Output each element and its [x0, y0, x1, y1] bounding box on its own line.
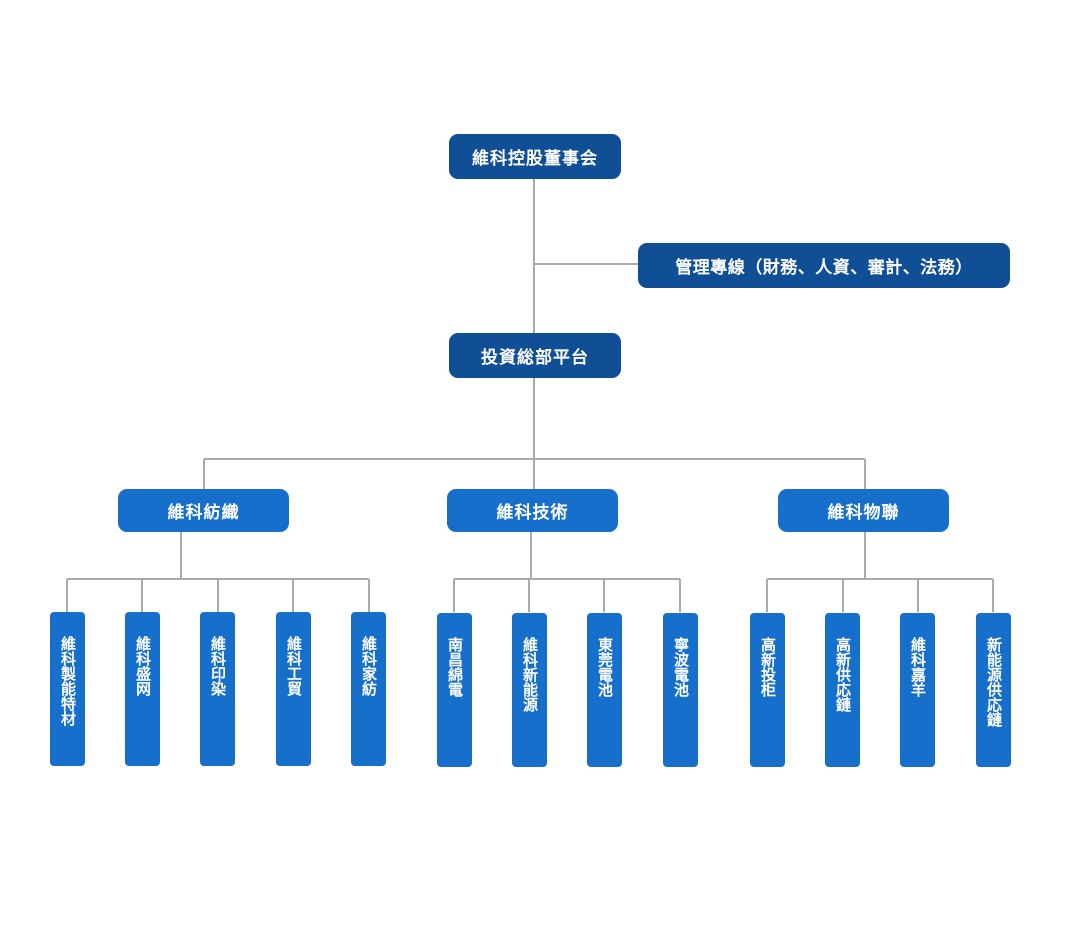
- unit-node: 維科製能特材: [50, 612, 85, 766]
- management-node: 管理專線（財務、人資、審計、法務）: [638, 243, 1010, 288]
- division-node-technology: 維科技術: [447, 489, 618, 532]
- division-node-iot: 維科物聯: [778, 489, 949, 532]
- unit-node: 維科工貿: [276, 612, 311, 766]
- unit-node: 高新投柜: [750, 613, 785, 767]
- unit-node: 維科家紡: [351, 612, 386, 766]
- hq-node: 投資総部平台: [449, 333, 621, 378]
- unit-node: 維科印染: [200, 612, 235, 766]
- unit-node: 寧波電池: [663, 613, 698, 767]
- unit-node: 維科新能源: [512, 613, 547, 767]
- unit-node: 維科盛网: [125, 612, 160, 766]
- unit-node: 高新供応鏈: [825, 613, 860, 767]
- unit-node: 維科嘉羊: [900, 613, 935, 767]
- board-node: 維科控股董事会: [449, 134, 621, 179]
- unit-node: 東莞電池: [587, 613, 622, 767]
- unit-node: 新能源供応鏈: [976, 613, 1011, 767]
- division-node-textiles: 維科紡織: [118, 489, 289, 532]
- unit-node: 南昌綿電: [437, 613, 472, 767]
